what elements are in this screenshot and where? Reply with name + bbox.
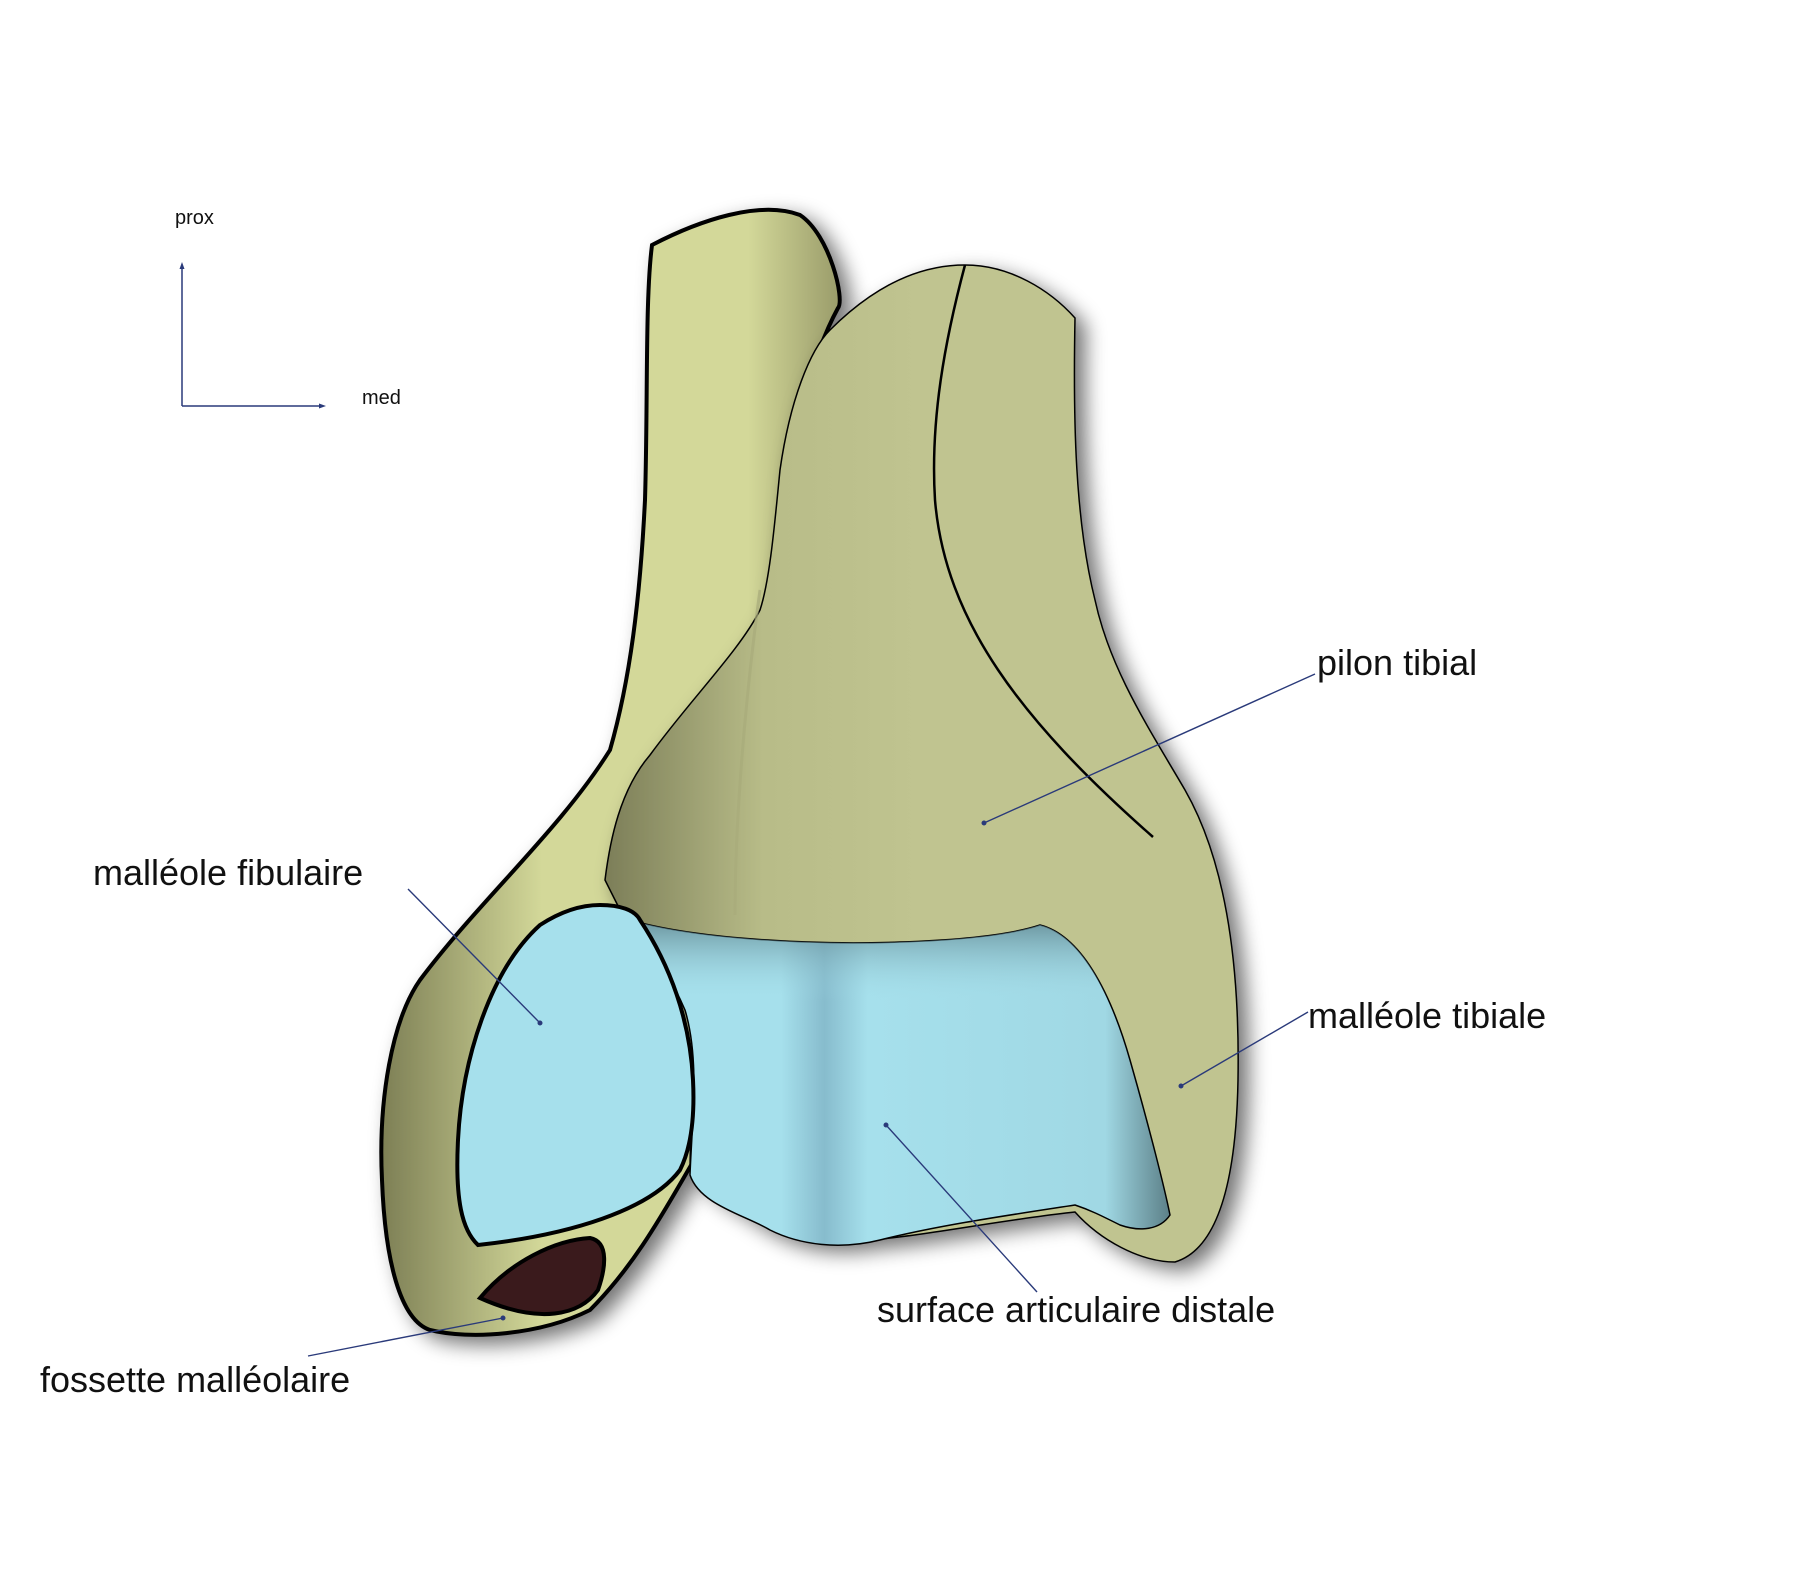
malleolar-fossa (476, 1235, 607, 1317)
orientation-axes (179, 262, 326, 409)
fibular-articular-surface (455, 902, 696, 1248)
axis-label-proximal: prox (175, 207, 214, 229)
label-malleole-fibulaire: malléole fibulaire (93, 852, 364, 893)
label-fossette-malleolaire: fossette malléolaire (40, 1359, 351, 1400)
leader-lines (307, 673, 1316, 1357)
label-malleole-tibiale: malléole tibiale (1308, 995, 1547, 1036)
label-surface-articulaire-distale: surface articulaire distale (877, 1289, 1276, 1330)
tibia-ridge-line (932, 264, 1154, 838)
axis-label-medial: med (362, 387, 401, 409)
tibial-articular-surface (627, 918, 1171, 1246)
tibia-faint-line (733, 589, 762, 916)
label-pilon-tibial: pilon tibial (1317, 642, 1478, 683)
